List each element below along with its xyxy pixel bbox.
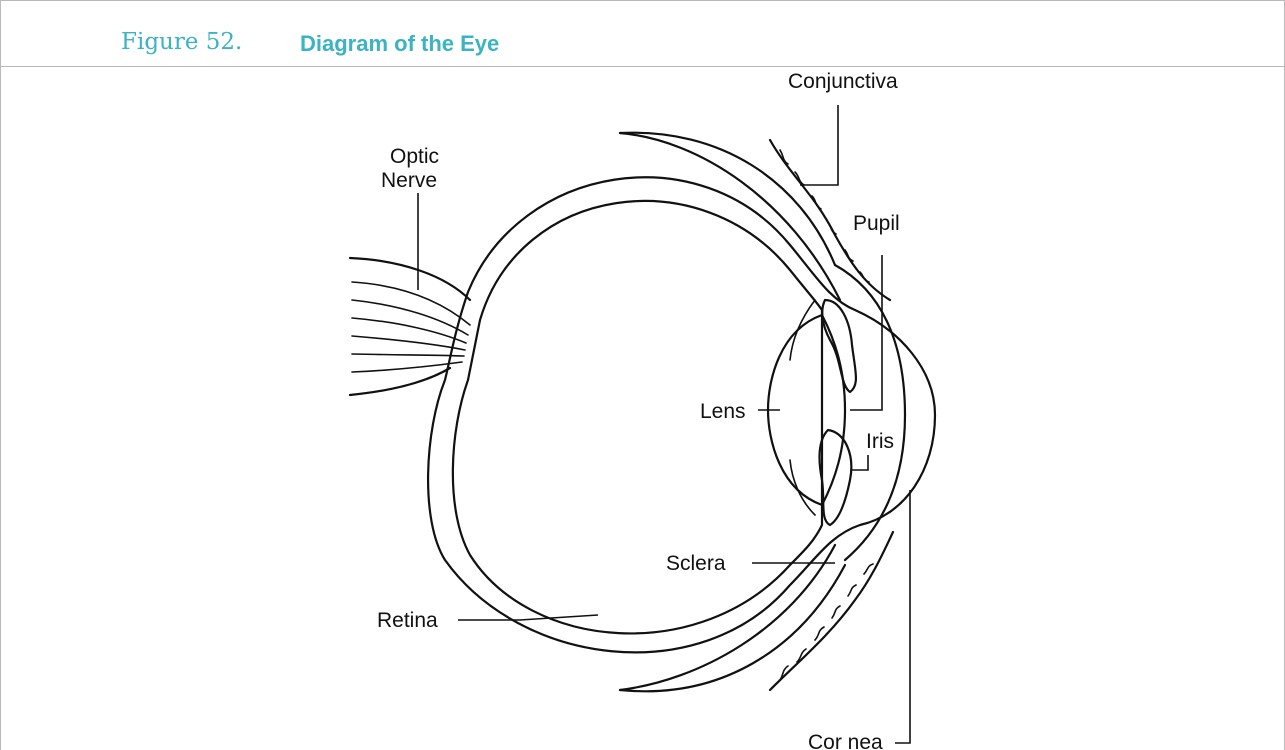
conjunctiva-leader [800,105,838,185]
label-conjunctiva: Conjunctiva [788,70,898,93]
cornea-leader [895,490,910,743]
retina-leader [458,615,598,620]
label-iris: Iris [866,430,894,453]
label-retina: Retina [377,609,438,632]
optic-nerve [350,258,470,395]
sclera-outer [428,177,935,652]
label-optic-nerve-line2: Nerve [381,169,437,192]
label-optic-nerve-line1: Optic [390,145,439,168]
label-pupil: Pupil [853,212,900,235]
label-cornea: Cor nea [808,731,883,750]
label-lens: Lens [700,400,746,423]
iris [820,300,856,525]
label-sclera: Sclera [666,552,726,575]
lower-eyelid [620,532,893,691]
iris-leader [852,455,868,470]
retina-inner [453,201,822,633]
